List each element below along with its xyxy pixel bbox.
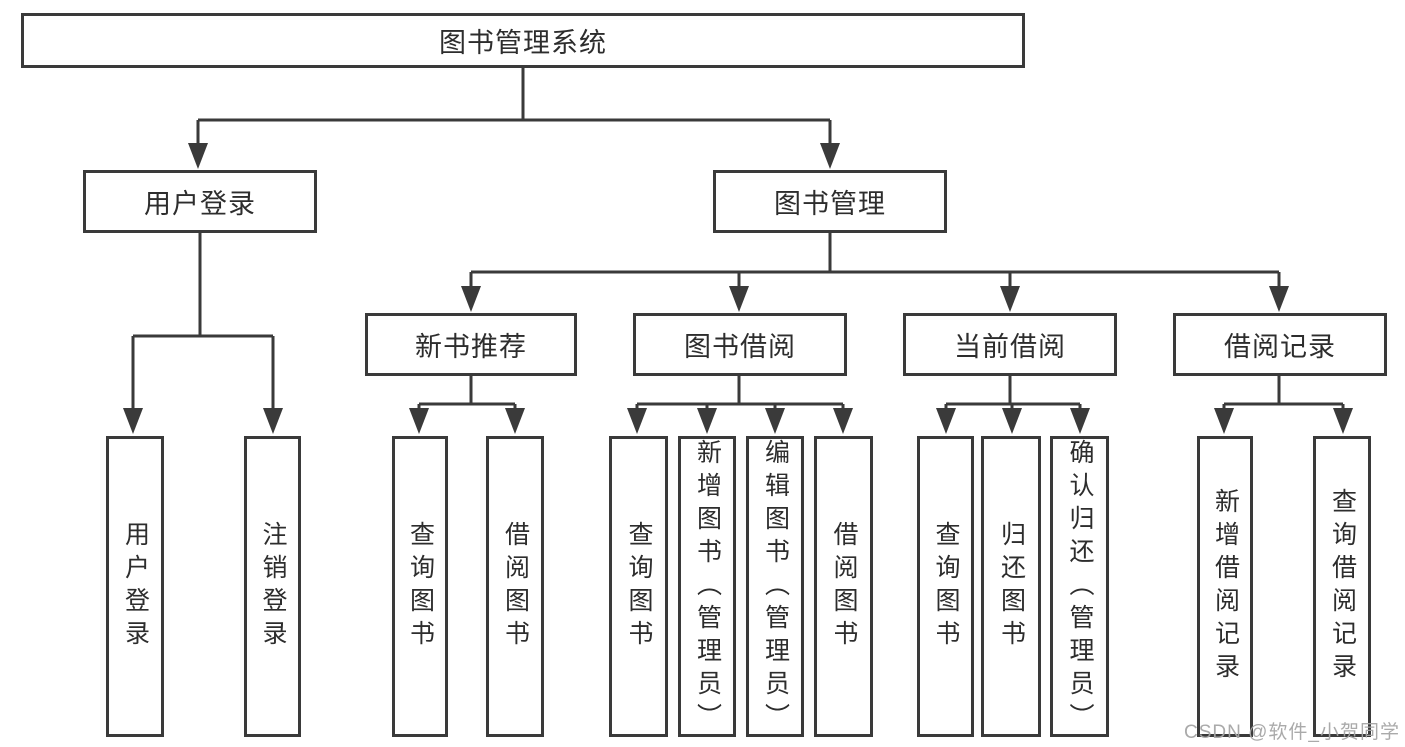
node-label: 新书推荐 — [415, 332, 527, 362]
leaf-return-books: 归还图书 — [981, 436, 1041, 737]
leaf-label: 新增借阅记录 — [1211, 487, 1240, 686]
leaf-query-books-current: 查询图书 — [917, 436, 974, 737]
leaf-add-books-admin: 新增图书（管理员） — [678, 436, 736, 737]
node-label: 图书管理系统 — [439, 28, 607, 58]
arrow-down-icon — [123, 143, 1353, 434]
node-book-management: 图书管理 — [713, 170, 947, 233]
node-borrowing-records: 借阅记录 — [1173, 313, 1387, 376]
node-current-borrowing: 当前借阅 — [903, 313, 1117, 376]
leaf-label: 查询借阅记录 — [1328, 487, 1357, 686]
leaf-user-login: 用户登录 — [106, 436, 164, 737]
leaf-label: 查询图书 — [625, 520, 653, 653]
leaf-edit-books-admin: 编辑图书（管理员） — [746, 436, 804, 737]
leaf-label: 查询图书 — [932, 520, 960, 653]
node-library-management-system: 图书管理系统 — [21, 13, 1025, 68]
leaf-label: 归还图书 — [997, 520, 1026, 653]
leaf-label: 借阅图书 — [830, 520, 858, 653]
leaf-add-borrow-record: 新增借阅记录 — [1197, 436, 1253, 737]
node-new-book-recommendation: 新书推荐 — [365, 313, 577, 376]
leaf-confirm-return-admin: 确认归还（管理员） — [1050, 436, 1109, 737]
node-label: 当前借阅 — [954, 332, 1066, 362]
leaf-query-borrow-record: 查询借阅记录 — [1313, 436, 1371, 737]
leaf-label: 编辑图书（管理员） — [761, 439, 790, 736]
leaf-label: 借阅图书 — [501, 520, 530, 653]
leaf-logout: 注销登录 — [244, 436, 301, 737]
node-user-login: 用户登录 — [83, 170, 317, 233]
leaf-borrow-books: 借阅图书 — [814, 436, 873, 737]
leaf-label: 新增图书（管理员） — [693, 439, 722, 736]
node-label: 借阅记录 — [1224, 332, 1336, 362]
leaf-borrow-books-recommend: 借阅图书 — [486, 436, 544, 737]
leaf-query-books-borrow: 查询图书 — [609, 436, 668, 737]
node-label: 图书借阅 — [684, 332, 796, 362]
node-book-borrowing: 图书借阅 — [633, 313, 847, 376]
leaf-label: 确认归还（管理员） — [1066, 439, 1094, 736]
node-label: 用户登录 — [144, 189, 256, 219]
node-label: 图书管理 — [774, 189, 886, 219]
leaf-label: 查询图书 — [406, 520, 435, 653]
watermark-text: CSDN @软件_小贺同学 — [1184, 722, 1400, 743]
leaf-label: 注销登录 — [259, 520, 287, 653]
leaf-label: 用户登录 — [121, 520, 150, 653]
leaf-query-books-recommend: 查询图书 — [392, 436, 448, 737]
